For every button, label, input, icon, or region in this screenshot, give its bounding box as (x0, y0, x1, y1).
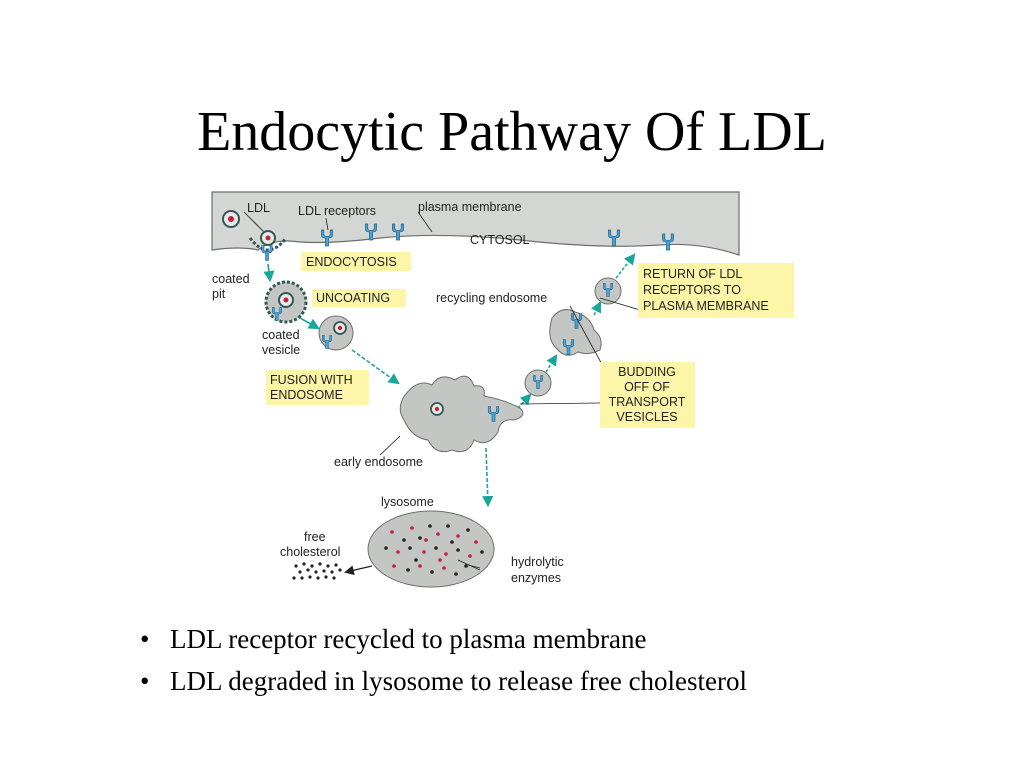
label-coated-vesicle-1: coated (262, 328, 300, 342)
label-coated-vesicle-2: vesicle (262, 343, 300, 357)
label-hydrolytic-enzymes-1: hydrolytic (511, 555, 564, 569)
svg-text:RECEPTORS TO: RECEPTORS TO (643, 283, 741, 297)
svg-text:ENDOSOME: ENDOSOME (270, 388, 343, 402)
arrow-transport-to-recycling (545, 354, 558, 373)
arrow-vesicle-to-membrane (615, 253, 636, 279)
arrow-recycling-to-vesicle (590, 300, 602, 316)
svg-text:UNCOATING: UNCOATING (316, 291, 390, 305)
label-recycling-endosome: recycling endosome (436, 291, 547, 305)
pathway-arrows (263, 253, 636, 508)
svg-text:PLASMA MEMBRANE: PLASMA MEMBRANE (643, 299, 769, 313)
bullet-dot-icon: • (140, 666, 150, 696)
plasma-membrane (211, 191, 740, 256)
arrow-endosome-to-transport (517, 393, 532, 409)
ldl-pointer (243, 211, 265, 233)
arrow-uncoated-to-endosome (351, 349, 400, 385)
transport-vesicle-upper (594, 277, 622, 305)
svg-text:ENDOCYTOSIS: ENDOCYTOSIS (306, 255, 397, 269)
label-plasma-membrane: plasma membrane (418, 200, 522, 214)
box-fusion: FUSION WITH ENDOSOME (266, 370, 369, 405)
label-ldl: LDL (247, 201, 270, 215)
early-endosome (399, 375, 524, 453)
lysosome (367, 510, 495, 588)
box-return: RETURN OF LDL RECEPTORS TO PLASMA MEMBRA… (638, 263, 794, 318)
svg-text:OFF OF: OFF OF (624, 380, 670, 394)
coated-vesicle (264, 280, 308, 324)
arrow-endosome-to-lysosome (482, 447, 494, 508)
label-lysosome: lysosome (381, 495, 434, 509)
bullet-dot-icon: • (140, 624, 150, 654)
coated-pit (248, 230, 288, 261)
label-ldl-receptors: LDL receptors (298, 204, 376, 218)
receptors-pointer (325, 217, 329, 231)
box-budding: BUDDING OFF OF TRANSPORT VESICLES (600, 362, 695, 428)
arrow-vesicle-to-uncoated (299, 317, 320, 330)
free-cholesterol-dots (292, 562, 342, 580)
label-free-cholesterol-1: free (304, 530, 326, 544)
arrow-pit-to-vesicle (263, 263, 275, 283)
bullet-item: • LDL receptor recycled to plasma membran… (140, 618, 747, 660)
label-coated-pit-1: coated (212, 272, 250, 286)
uncoated-vesicle (318, 315, 354, 351)
ldl-particle (222, 210, 240, 228)
svg-text:RETURN OF LDL: RETURN OF LDL (643, 267, 742, 281)
svg-text:FUSION WITH: FUSION WITH (270, 373, 353, 387)
svg-text:TRANSPORT: TRANSPORT (609, 395, 686, 409)
label-cytosol: CYTOSOL (470, 233, 530, 247)
arrow-lysosome-to-cholesterol (344, 565, 373, 576)
bullet-list: • LDL receptor recycled to plasma membran… (140, 618, 747, 702)
membrane-pointer (417, 211, 433, 233)
bullet-text: LDL degraded in lysosome to release free… (170, 666, 748, 696)
label-hydrolytic-enzymes-2: enzymes (511, 571, 561, 585)
svg-text:BUDDING: BUDDING (618, 365, 676, 379)
recycling-endosome (549, 309, 602, 356)
label-coated-pit-2: pit (212, 287, 226, 301)
bullet-text: LDL receptor recycled to plasma membrane (170, 624, 647, 654)
box-endocytosis: ENDOCYTOSIS (301, 252, 411, 271)
label-free-cholesterol-2: cholesterol (280, 545, 340, 559)
box-uncoating: UNCOATING (312, 289, 406, 307)
transport-vesicle-lower (524, 369, 552, 397)
label-early-endosome: early endosome (334, 455, 423, 469)
pointer-lines (379, 297, 641, 571)
svg-text:VESICLES: VESICLES (616, 410, 677, 424)
lysosome-particles (384, 524, 484, 576)
bullet-item: • LDL degraded in lysosome to release fre… (140, 660, 747, 702)
slide-title: Endocytic Pathway Of LDL (197, 101, 827, 163)
